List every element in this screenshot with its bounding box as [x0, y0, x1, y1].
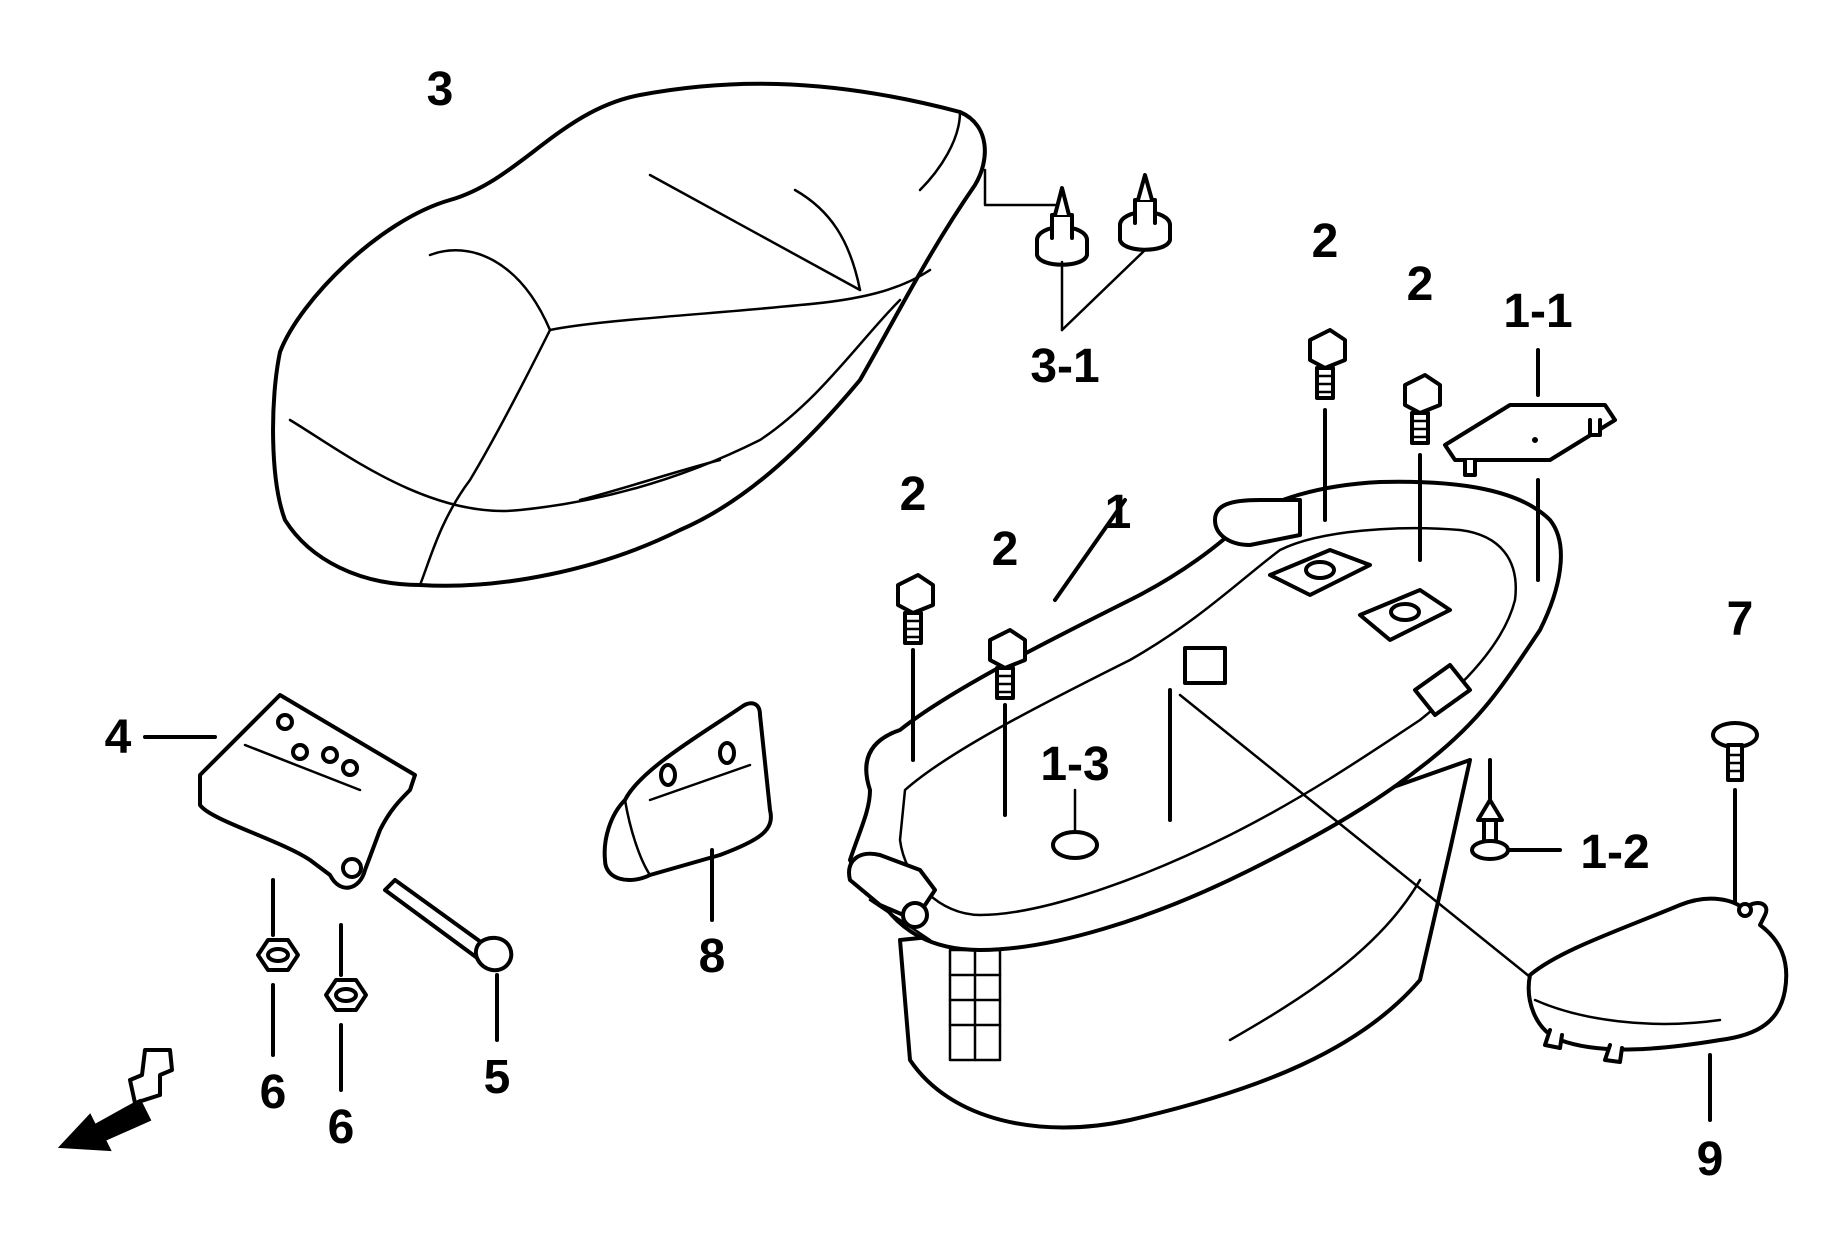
- bolt-b: [1403, 373, 1442, 562]
- callout-rivet: 1-2: [1580, 826, 1649, 879]
- seat-buffer-left: [1035, 186, 1089, 267]
- callout-lid: 9: [1697, 1133, 1724, 1186]
- callout-box: 1: [1105, 486, 1132, 539]
- seat-buffers: [983, 168, 1172, 332]
- screw: [1711, 721, 1759, 907]
- callout-hinge-bolt: 5: [484, 1051, 511, 1104]
- seat-buffer-right: [1118, 173, 1172, 252]
- callout-plug: 1-3: [1040, 738, 1109, 791]
- callout-nut-left: 6: [260, 1066, 287, 1119]
- callout-seat: 3: [427, 63, 454, 116]
- box-mount-boss-left: [1268, 548, 1372, 597]
- lid: [1526, 896, 1789, 1122]
- callout-screw: 7: [1727, 593, 1754, 646]
- callout-seat-buffer: 3-1: [1030, 340, 1099, 393]
- callout-nut-right: 6: [328, 1101, 355, 1154]
- callout-bolt-a: 2: [1312, 215, 1339, 268]
- bolt-a: [1308, 328, 1347, 522]
- bolt-c: [896, 573, 935, 762]
- nut-left: [256, 878, 300, 1057]
- pad: [602, 701, 773, 922]
- callout-bolt-b: 2: [1407, 258, 1434, 311]
- callout-bolt-c: 2: [900, 468, 927, 521]
- bolt-d: [988, 628, 1027, 817]
- box-mount-boss-right: [1358, 588, 1452, 642]
- seat: [271, 81, 987, 588]
- callout-pad: 8: [699, 930, 726, 983]
- callout-bolt-d: 2: [992, 523, 1019, 576]
- nut-right: [324, 923, 368, 1092]
- plug: [1051, 788, 1099, 860]
- cover: [1443, 348, 1617, 582]
- callout-cover: 1-1: [1503, 285, 1572, 338]
- front-direction-arrow-icon: [57, 1048, 174, 1152]
- callout-hinge: 4: [105, 711, 132, 764]
- callout-labels: 3 3-1 2 2 1-1 1 2 2 1-3 1-2 7 4 5 6 6 8 …: [105, 63, 1754, 1186]
- hinge-bolt: [383, 878, 514, 1042]
- storage-box: [847, 479, 1563, 1130]
- hinge: [143, 693, 417, 890]
- rivet: [1470, 758, 1562, 861]
